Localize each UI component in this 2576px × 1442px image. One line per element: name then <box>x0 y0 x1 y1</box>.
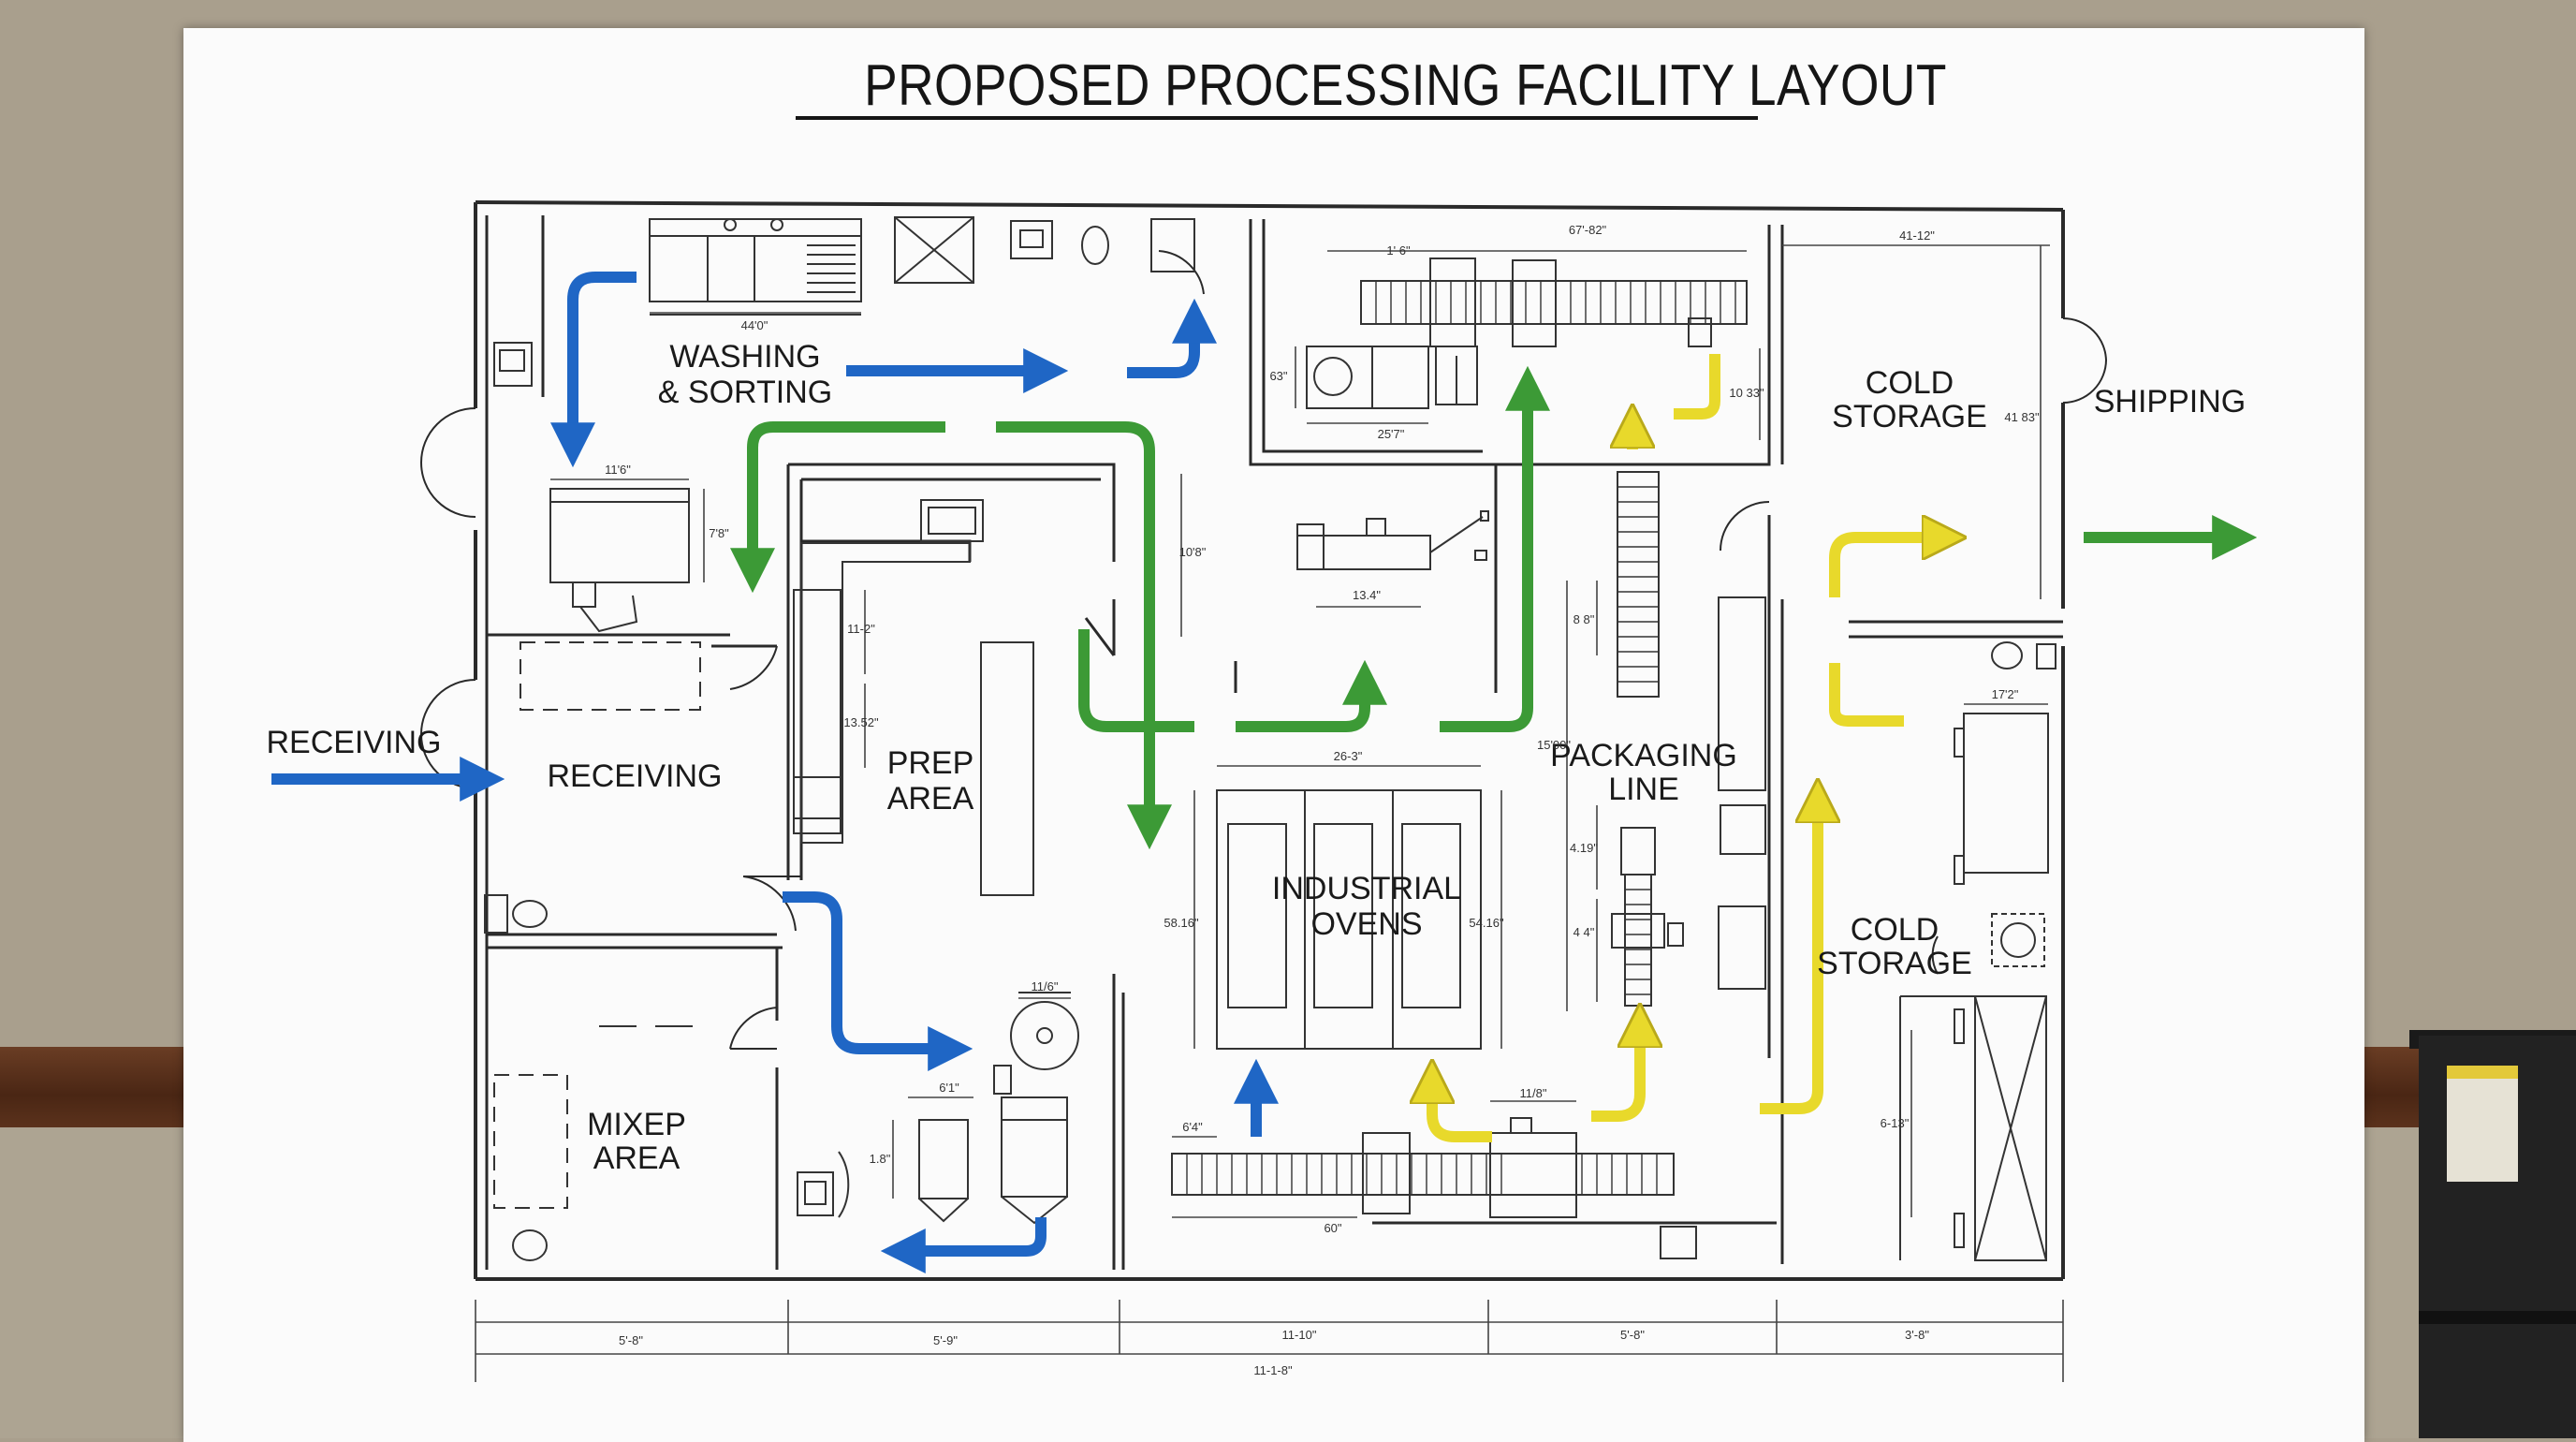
label-receiving-outside: RECEIVING <box>266 725 441 760</box>
label-cold-lower: COLD <box>1851 912 1939 948</box>
blue-arrow-down-to-hopper <box>550 272 637 468</box>
yellow-arrow-to-cold-upper <box>1829 537 1949 597</box>
dim-prep-side-b: 13.52" <box>843 715 879 729</box>
yellow-arrow-conveyor-up <box>1432 1077 1492 1142</box>
label-receiving-room: RECEIVING <box>547 758 722 794</box>
label-cold-upper: COLD <box>1866 365 1954 401</box>
dim-bottom-conveyor-w: 60" <box>1324 1221 1341 1235</box>
label-prep-area: AREA <box>887 781 974 817</box>
dim-conveyor-a: 1' 6" <box>1386 243 1411 258</box>
yellow-arrow-up-to-cold <box>1760 796 1818 1114</box>
hopper <box>549 488 690 583</box>
green-arrow-loop <box>730 421 945 594</box>
green-arrow-prep-to-ovens <box>1078 629 1194 732</box>
dim-small-unit-w: 25'7" <box>1378 427 1405 441</box>
dimension-labels: 44'0" 11'6" 7'8" 1' 6" 67'-82" 41-12" 41… <box>605 223 2040 1377</box>
yellow-arrow-cold-bracket <box>1829 663 1904 727</box>
tank-right <box>1001 1096 1068 1198</box>
yellow-flow <box>1432 354 1949 1142</box>
black-cabinet <box>2409 1030 2576 1438</box>
dim-conveyor-b: 67'-82" <box>1569 223 1607 237</box>
dim-seg1: 5'-8" <box>619 1333 643 1347</box>
dim-seg2: 5'-9" <box>933 1333 958 1347</box>
dim-pkg-d: 4 4" <box>1573 925 1595 939</box>
walls <box>474 200 2065 1281</box>
dim-pkg-c: 4.19" <box>1570 841 1598 855</box>
dim-seg5: 3'-8" <box>1905 1328 1929 1342</box>
outer-wall-top <box>475 200 2064 212</box>
green-arrow-long-down <box>996 421 1172 850</box>
dim-pkg-a: 8 8" <box>1573 612 1595 626</box>
dim-total: 11-1-8" <box>1253 1363 1293 1377</box>
blue-flow <box>271 272 1279 1273</box>
dim-ovens-right: 54.16" <box>1469 916 1504 930</box>
cabinet-shelf <box>2419 1311 2576 1324</box>
dim-prep-side-a: 11-2" <box>847 622 875 636</box>
label-industrial: INDUSTRIAL <box>1272 871 1461 906</box>
label-mixep: MIXEP <box>587 1107 686 1142</box>
yellow-arrow-to-packaging <box>1591 1021 1640 1122</box>
upper-conveyor <box>1360 280 1748 325</box>
dim-seg3: 11-10" <box>1282 1328 1317 1342</box>
dim-tanks-side: 1.8" <box>870 1152 891 1166</box>
dim-ovens-w: 26-3" <box>1334 749 1363 763</box>
dim-cold-unit-w: 17'2" <box>1992 687 2019 701</box>
blue-arrow-up-right <box>1127 298 1217 378</box>
title-underline <box>796 116 1758 120</box>
prep-table <box>980 641 1034 896</box>
cold-rack <box>1963 713 2049 874</box>
dim-tanks-w: 6'1" <box>939 1081 959 1095</box>
label-storage-lower: STORAGE <box>1817 946 1972 981</box>
label-prep: PREP <box>887 745 974 781</box>
equipment <box>484 216 2056 1261</box>
mixing-bowl <box>1010 1001 1079 1070</box>
dim-pkg-b: 15'00" <box>1537 738 1571 752</box>
dimension-lines <box>475 244 2064 1382</box>
dim-cold-side: 41 83" <box>2004 410 2040 424</box>
room-labels: WASHING & SORTING RECEIVING RECEIVING PR… <box>266 339 2246 1176</box>
industrial-ovens <box>1216 789 1482 1050</box>
dim-mixer-w: 13.4" <box>1353 588 1381 602</box>
label-mixep-area: AREA <box>593 1140 681 1176</box>
yellow-arrow-down-from-conveyor <box>1674 354 1720 419</box>
door-swings <box>420 250 2107 1050</box>
dim-washer: 44'0" <box>741 318 768 332</box>
bottom-conveyor <box>1171 1153 1675 1196</box>
dim-bottom-unit-w: 11/8" <box>1520 1086 1547 1100</box>
dim-bowl-w: 11/6" <box>1032 979 1059 993</box>
label-packaging: PACKAGING <box>1550 738 1737 773</box>
dim-right-side-a: 10 33" <box>1729 386 1764 400</box>
label-ovens: OVENS <box>1310 906 1422 942</box>
packaging-conveyor-upper <box>1617 471 1660 698</box>
dim-cold-top: 41-12" <box>1899 228 1935 243</box>
packaging-conveyor-lower <box>1624 874 1652 1007</box>
dim-cold-lower-side: 6-13" <box>1881 1116 1910 1130</box>
label-sorting: & SORTING <box>658 375 832 410</box>
dim-mixer-room-side: 10'8" <box>1179 545 1207 559</box>
dim-bottom-left-w: 6'4" <box>1182 1120 1203 1134</box>
dim-small-unit-side: 63" <box>1269 369 1287 383</box>
label-line: LINE <box>1608 772 1679 807</box>
green-arrow-up-to-conveyor <box>1440 365 1550 732</box>
interior-walls <box>485 215 2063 1270</box>
blue-arrow-prep-to-bowl <box>783 891 973 1071</box>
label-washing: WASHING <box>669 339 820 375</box>
mixer <box>1296 535 1431 570</box>
dim-ovens-left: 58.16" <box>1164 916 1199 930</box>
warning-sticker <box>2447 1066 2518 1182</box>
label-shipping: SHIPPING <box>2094 384 2246 419</box>
blue-arrow-tanks-left <box>880 1217 1046 1273</box>
green-flow <box>730 365 2258 850</box>
dim-hopper: 11'6" <box>605 463 631 477</box>
green-arrow-to-mixer <box>1236 659 1387 732</box>
label-storage-upper: STORAGE <box>1832 399 1987 434</box>
dim-seg4: 5'-8" <box>1620 1328 1645 1342</box>
cold-freezer <box>1974 995 2047 1261</box>
poster-board <box>183 28 2364 1442</box>
dim-hopper-side: 7'8" <box>709 526 729 540</box>
tank-left <box>918 1119 969 1199</box>
